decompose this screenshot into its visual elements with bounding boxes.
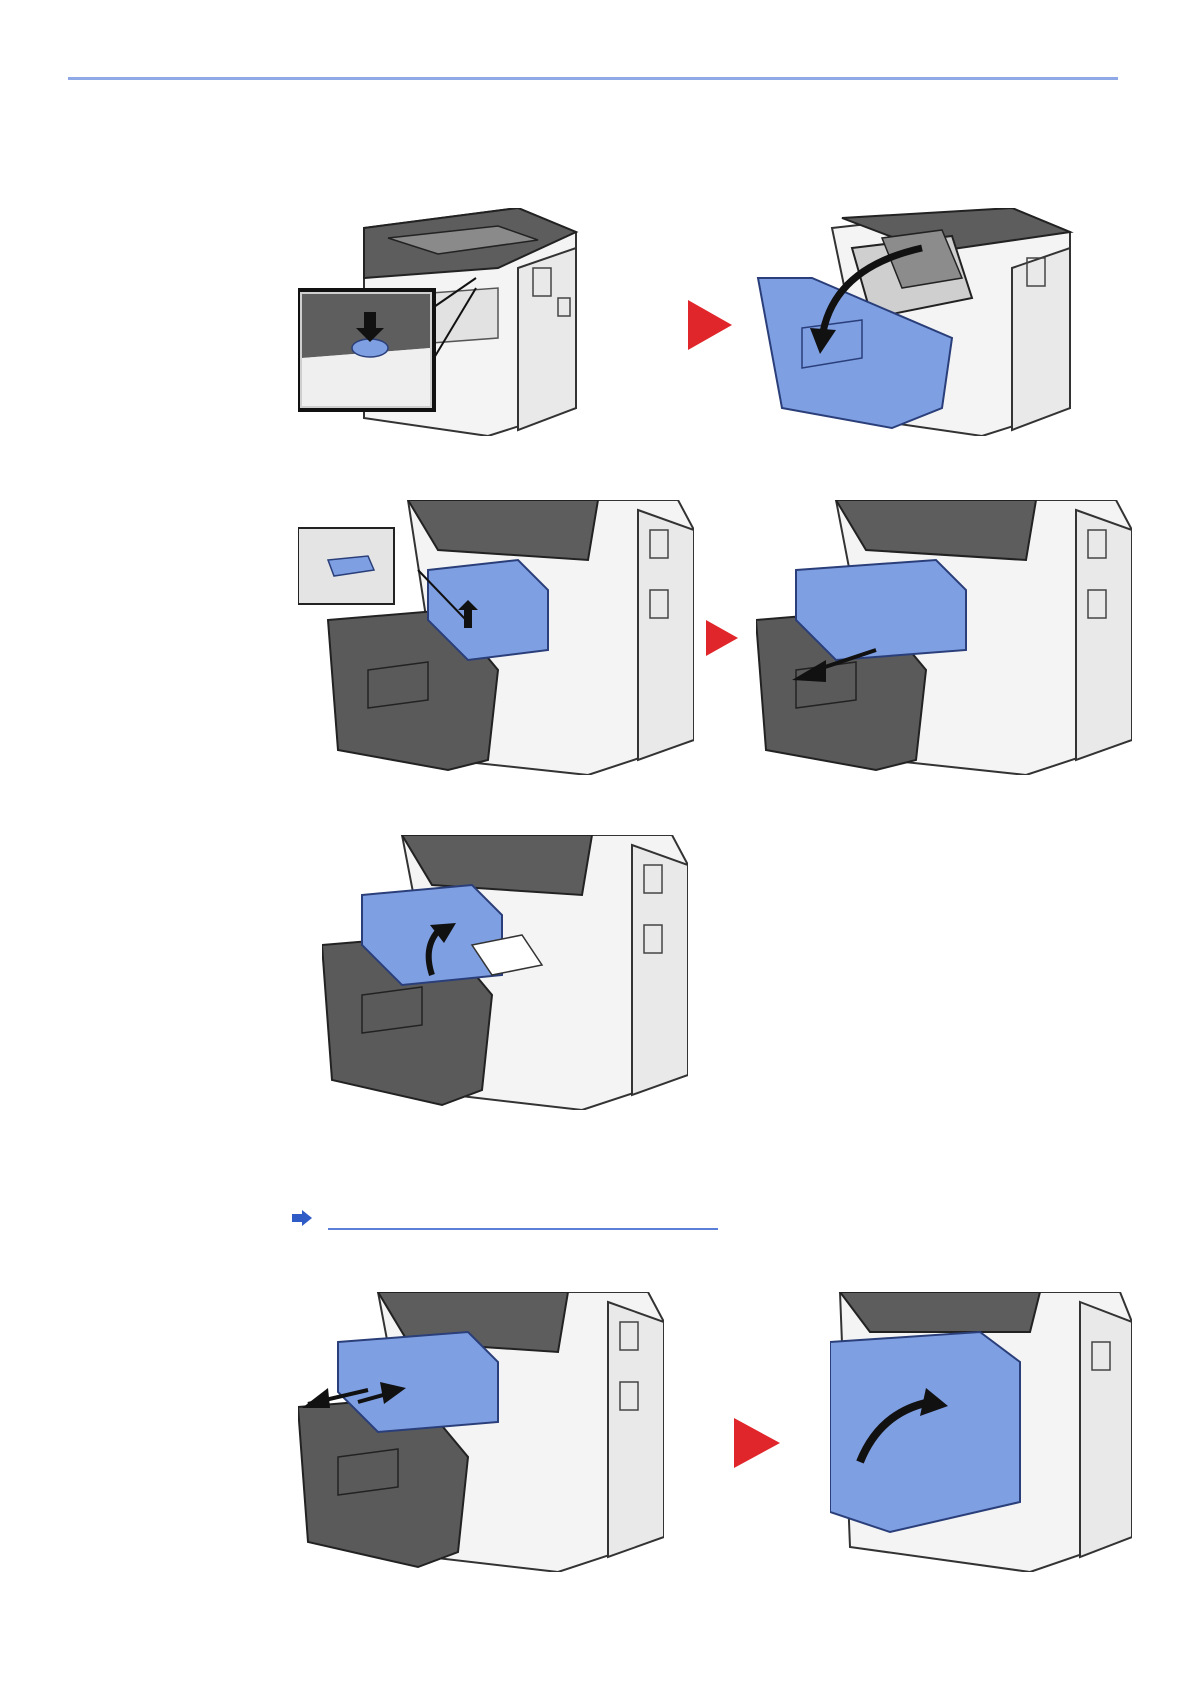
figure-close-front-cover	[830, 1292, 1132, 1572]
step-arrow-3	[734, 1418, 780, 1468]
figure-open-front-cover	[752, 208, 1132, 436]
figure-reinstall-unit	[298, 1292, 664, 1572]
figure-lift-toner	[298, 500, 694, 775]
step-arrow-1	[688, 300, 732, 350]
step-arrow-2	[706, 620, 738, 656]
figure-lift-drum	[322, 835, 688, 1110]
blue-arrow-right-icon	[292, 1210, 312, 1226]
figure-press-release-button	[298, 208, 656, 436]
figure-pull-out-toner	[756, 500, 1132, 775]
header-rule	[68, 77, 1118, 80]
reference-link[interactable]	[328, 1208, 718, 1230]
reference-link-row[interactable]	[292, 1208, 722, 1232]
